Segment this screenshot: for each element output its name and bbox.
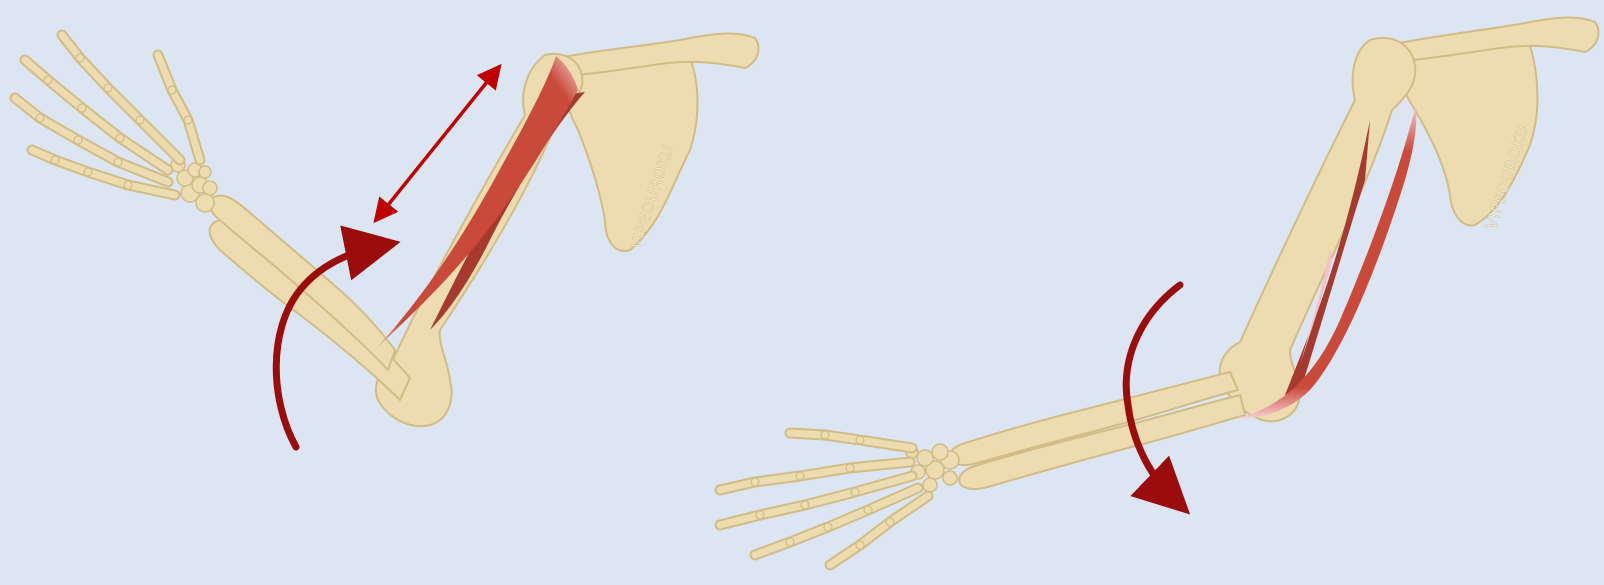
diagram-canvas: VIPEOUROKU	[0, 0, 1604, 585]
arm-muscle-diagram: VIPEOUROKU	[0, 0, 1604, 585]
